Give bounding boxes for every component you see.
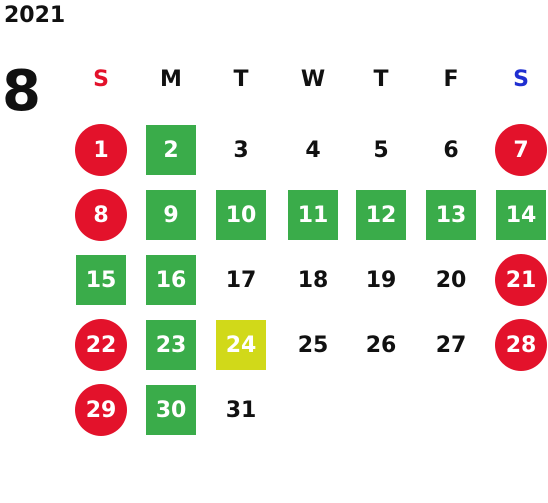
weekday-label-4: T [373,67,389,92]
day-cell-30[interactable]: 30 [146,385,196,435]
weekday-label-0: S [93,67,109,92]
day-cell-7[interactable]: 7 [495,124,547,176]
weekday-label-2: T [233,67,249,92]
weekday-label-1: M [160,67,182,92]
day-cell-9[interactable]: 9 [146,190,196,240]
day-cell-12[interactable]: 12 [356,190,406,240]
day-cell-31[interactable]: 31 [225,397,257,423]
day-cell-20[interactable]: 20 [435,267,467,293]
day-cell-15[interactable]: 15 [76,255,126,305]
year-label: 2021 [4,3,66,28]
day-cell-28[interactable]: 28 [495,319,547,371]
day-cell-13[interactable]: 13 [426,190,476,240]
day-cell-18[interactable]: 18 [297,267,329,293]
day-cell-25[interactable]: 25 [297,332,329,358]
day-cell-27[interactable]: 27 [435,332,467,358]
day-cell-19[interactable]: 19 [365,267,397,293]
day-cell-11[interactable]: 11 [288,190,338,240]
month-number: 8 [2,59,41,124]
day-cell-23[interactable]: 23 [146,320,196,370]
weekday-label-6: S [513,67,529,92]
day-cell-16[interactable]: 16 [146,255,196,305]
day-cell-10[interactable]: 10 [216,190,266,240]
day-cell-2[interactable]: 2 [146,125,196,175]
day-cell-6[interactable]: 6 [443,137,459,163]
weekday-label-5: F [443,67,459,92]
day-cell-29[interactable]: 29 [75,384,127,436]
day-cell-26[interactable]: 26 [365,332,397,358]
day-cell-3[interactable]: 3 [233,137,249,163]
day-cell-17[interactable]: 17 [225,267,257,293]
day-cell-5[interactable]: 5 [373,137,389,163]
weekday-label-3: W [300,67,326,92]
day-cell-21[interactable]: 21 [495,254,547,306]
day-cell-24[interactable]: 24 [216,320,266,370]
day-cell-4[interactable]: 4 [305,137,321,163]
day-cell-8[interactable]: 8 [75,189,127,241]
day-cell-22[interactable]: 22 [75,319,127,371]
day-cell-14[interactable]: 14 [496,190,546,240]
day-cell-1[interactable]: 1 [75,124,127,176]
